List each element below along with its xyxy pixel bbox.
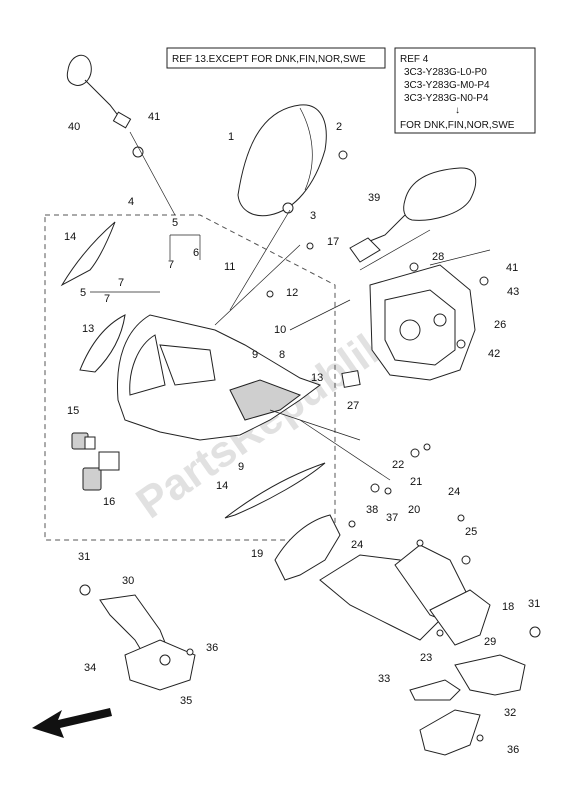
fairing-assembly-outline <box>44 214 336 541</box>
callout-17: 17 <box>327 236 339 248</box>
callout-8: 8 <box>279 349 285 361</box>
ref-line-5: FOR DNK,FIN,NOR,SWE <box>400 120 515 131</box>
callout-14a: 14 <box>64 231 76 243</box>
callout-7b: 7 <box>118 277 124 289</box>
callout-14b: 14 <box>216 480 228 492</box>
ref-line-3: 3C3-Y283G-M0-P4 <box>404 80 490 91</box>
upper-cowling <box>117 314 322 441</box>
callout-9b: 9 <box>238 461 244 473</box>
callout-32: 32 <box>504 707 516 719</box>
callout-13a: 13 <box>82 323 94 335</box>
ref-line-4: 3C3-Y283G-N0-P4 <box>404 93 489 104</box>
decal-lower <box>224 462 326 519</box>
callout-36a: 36 <box>206 642 218 654</box>
callout-3: 3 <box>310 210 316 222</box>
callout-36b: 36 <box>507 744 519 756</box>
leader-lines <box>90 131 491 481</box>
inner-panel-assembly <box>274 514 491 646</box>
callout-19: 19 <box>251 548 263 560</box>
position-lamp-housing <box>84 436 96 450</box>
callout-7c: 7 <box>104 293 110 305</box>
decal-upper <box>60 221 116 287</box>
windscreen <box>237 104 327 217</box>
front-direction-arrow <box>32 708 112 738</box>
fairing-stay-bracket <box>369 264 476 381</box>
callout-24b: 24 <box>351 539 363 551</box>
callout-26: 26 <box>494 319 506 331</box>
callout-35: 35 <box>180 695 192 707</box>
callout-21: 21 <box>410 476 422 488</box>
callout-5b: 5 <box>80 287 86 299</box>
callout-1: 1 <box>228 131 234 143</box>
position-lamp-16-housing <box>98 451 120 471</box>
ref-line-2: 3C3-Y283G-L0-P0 <box>404 67 487 78</box>
callout-12: 12 <box>286 287 298 299</box>
left-lower-bracket <box>99 594 196 691</box>
ref-arrow: ↓ <box>455 105 460 116</box>
callout-22: 22 <box>392 459 404 471</box>
callout-41a: 41 <box>148 111 160 123</box>
callout-29: 29 <box>484 636 496 648</box>
callout-31b: 31 <box>528 598 540 610</box>
right-mirror <box>349 167 477 263</box>
callout-37: 37 <box>386 512 398 524</box>
callout-9a: 9 <box>252 349 258 361</box>
ref-box-except-text: REF 13.EXCEPT FOR DNK,FIN,NOR,SWE <box>172 54 366 65</box>
callout-20: 20 <box>408 504 420 516</box>
callout-4: 4 <box>128 196 134 208</box>
callout-24a: 24 <box>448 486 460 498</box>
right-lower-bracket <box>409 654 526 756</box>
callout-33: 33 <box>378 673 390 685</box>
callout-18: 18 <box>502 601 514 613</box>
callout-31a: 31 <box>78 551 90 563</box>
callout-28: 28 <box>432 251 444 263</box>
left-mirror <box>66 54 132 129</box>
callout-7a: 7 <box>168 259 174 271</box>
callout-2: 2 <box>336 121 342 133</box>
callout-23: 23 <box>420 652 432 664</box>
callout-40: 40 <box>68 121 80 133</box>
callout-27: 27 <box>347 400 359 412</box>
callout-38: 38 <box>366 504 378 516</box>
callout-13b: 13 <box>311 372 323 384</box>
callout-34: 34 <box>84 662 96 674</box>
fasteners <box>79 146 541 742</box>
callout-42: 42 <box>488 348 500 360</box>
ref-box-except: REF 13.EXCEPT FOR DNK,FIN,NOR,SWE <box>166 47 386 69</box>
callout-41b: 41 <box>506 262 518 274</box>
callout-25: 25 <box>465 526 477 538</box>
callout-5a: 5 <box>172 217 178 229</box>
callout-6: 6 <box>193 247 199 259</box>
cowling-grille <box>341 370 361 388</box>
ref-box-part-numbers: REF 4 3C3-Y283G-L0-P0 3C3-Y283G-M0-P4 3C… <box>394 47 536 134</box>
callout-15: 15 <box>67 405 79 417</box>
side-panel-left <box>79 314 126 373</box>
callouts: 1 2 3 4 5 5 6 7 7 7 8 9 9 10 11 12 13 13… <box>64 111 540 756</box>
callout-39: 39 <box>368 192 380 204</box>
ref-line-1: REF 4 <box>400 54 429 65</box>
callout-10: 10 <box>274 324 286 336</box>
callout-11: 11 <box>224 261 235 273</box>
position-lamp-16 <box>82 467 102 491</box>
callout-43: 43 <box>507 286 519 298</box>
callout-30: 30 <box>122 575 134 587</box>
callout-16: 16 <box>103 496 115 508</box>
